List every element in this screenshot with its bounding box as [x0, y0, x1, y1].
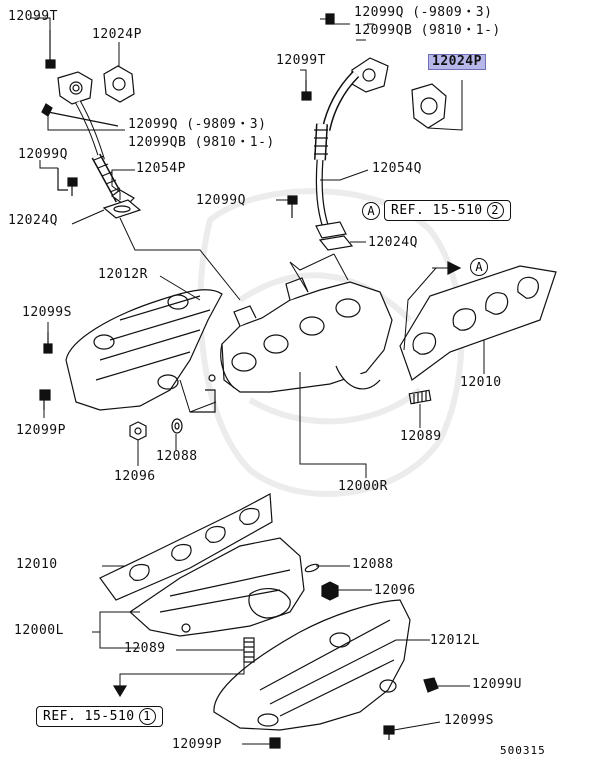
- gasket-12010-top: [399, 265, 557, 381]
- label-12024q-left: 12024Q: [8, 213, 58, 228]
- label-12099s-bottom: 12099S: [444, 713, 494, 728]
- heat-protector-rh: [65, 289, 223, 411]
- bolt-12099u: [423, 677, 439, 693]
- bolt-12099s-top: [43, 332, 53, 354]
- nut-12096-top: [129, 421, 147, 441]
- label-12099t-right: 12099T: [276, 53, 326, 68]
- label-12012r: 12012R: [98, 267, 148, 282]
- egr-pipe-right: [314, 57, 389, 239]
- label-12024p-left: 12024P: [92, 27, 142, 42]
- bolt-12099q-mid: [287, 195, 298, 218]
- ref-number: 2: [486, 202, 504, 219]
- label-12089-bottom: 12089: [124, 641, 166, 656]
- gasket-12024q-left: [102, 199, 142, 219]
- document-id: 500315: [500, 744, 546, 757]
- stud-12089-top: [408, 389, 432, 405]
- gasket-12024q-right: [318, 235, 354, 251]
- label-12099q-left: 12099Q: [18, 147, 68, 162]
- ref-link-15-510-2[interactable]: REF. 15-510 2: [384, 200, 511, 221]
- ref-number: 1: [138, 708, 156, 725]
- label-12000r: 12000R: [338, 479, 388, 494]
- bolt-12099s-bottom: [383, 725, 395, 740]
- gasket-12024p-left: [103, 65, 135, 103]
- ref-link-15-510-1[interactable]: REF. 15-510 1: [36, 706, 163, 727]
- label-12099p-top: 12099P: [16, 423, 66, 438]
- stud-12089-bottom: [243, 637, 255, 663]
- bolt-12099p-top: [39, 389, 51, 410]
- bolt-12099t-right: [301, 80, 312, 101]
- leader-lines: [30, 17, 485, 745]
- exhaust-manifold-rh: [190, 277, 393, 413]
- bolt-12099q-right: [325, 13, 335, 25]
- label-12024p-highlight[interactable]: 12024P: [428, 54, 486, 70]
- ref-text: REF. 15-510: [391, 203, 483, 218]
- nut-12096-bottom: [321, 581, 339, 601]
- label-12099t-left: 12099T: [8, 9, 58, 24]
- label-12099q-mid: 12099Q (-9809・3): [128, 117, 267, 132]
- washer-12088-top: [171, 418, 183, 434]
- arrow-to-ref-bottom: [112, 685, 128, 698]
- bolt-12099q-left-2: [57, 168, 78, 196]
- ref-a-circle-top: A: [362, 202, 380, 220]
- arrow-to-a: [447, 261, 462, 275]
- watermark-emblem: [197, 188, 465, 497]
- label-12088-bottom: 12088: [352, 557, 394, 572]
- bolt-12099t-left: [45, 30, 56, 69]
- label-12012l: 12012L: [430, 633, 480, 648]
- label-12099u: 12099U: [472, 677, 522, 692]
- label-12099s-top: 12099S: [22, 305, 72, 320]
- label-12099p-bottom: 12099P: [172, 737, 222, 752]
- label-12099q-center: 12099Q: [196, 193, 246, 208]
- washer-12088-bottom: [304, 563, 320, 573]
- label-12099q-top: 12099Q (-9809・3): [354, 5, 493, 20]
- label-12096-top: 12096: [114, 469, 156, 484]
- label-12054p: 12054P: [136, 161, 186, 176]
- label-12024q-right: 12024Q: [368, 235, 418, 250]
- ref-a-circle-right: A: [470, 258, 488, 276]
- heat-protector-lh: [213, 599, 411, 731]
- label-12000l: 12000L: [14, 623, 64, 638]
- label-12088-top: 12088: [156, 449, 198, 464]
- bolt-12099q-left-1: [41, 103, 119, 127]
- label-12099qb-top: 12099QB (9810・1-): [354, 23, 501, 38]
- label-12010-top: 12010: [460, 375, 502, 390]
- exhaust-manifold-lh: [129, 537, 305, 637]
- label-12054q: 12054Q: [372, 161, 422, 176]
- gasket-12010-bottom: [99, 493, 273, 601]
- ref-text: REF. 15-510: [43, 709, 135, 724]
- label-12096-bottom: 12096: [374, 583, 416, 598]
- label-12010-bottom: 12010: [16, 557, 58, 572]
- label-12089-top: 12089: [400, 429, 442, 444]
- bolt-12099p-bottom: [269, 737, 281, 749]
- egr-pipe-left: [57, 71, 135, 207]
- label-12099qb-mid: 12099QB (9810・1-): [128, 135, 275, 150]
- gasket-12024p-right: [411, 83, 447, 129]
